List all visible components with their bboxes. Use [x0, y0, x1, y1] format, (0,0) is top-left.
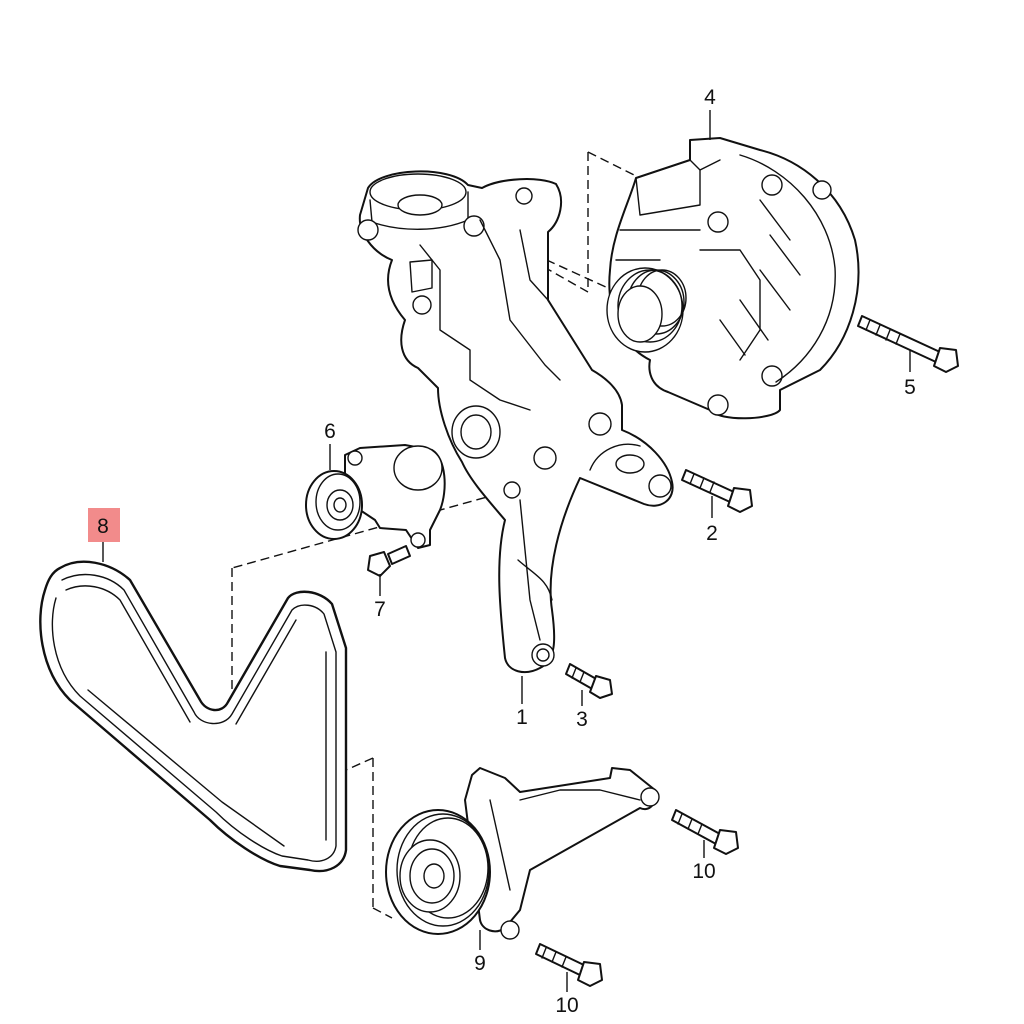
callout-3[interactable]: 3 [576, 708, 588, 731]
idler-part-9[interactable] [385, 767, 660, 940]
poly-v-belt-part-8[interactable] [39, 560, 348, 873]
bolt-part-3[interactable] [565, 663, 613, 699]
bolt-part-10-lower[interactable] [535, 943, 603, 987]
bolt-part-5[interactable] [857, 315, 959, 373]
callout-4[interactable]: 4 [704, 86, 716, 109]
bolt-part-7[interactable] [367, 545, 411, 577]
bolt-part-2[interactable] [681, 469, 753, 513]
callout-8[interactable]: 8 [97, 515, 109, 538]
callout-6[interactable]: 6 [324, 420, 336, 443]
callout-2[interactable]: 2 [706, 522, 718, 545]
bracket-part-1[interactable] [357, 170, 674, 674]
callout-5[interactable]: 5 [904, 376, 916, 399]
callout-1[interactable]: 1 [516, 706, 528, 729]
bolt-part-10-upper[interactable] [671, 809, 739, 855]
callout-7[interactable]: 7 [374, 598, 386, 621]
callout-10-lower[interactable]: 10 [555, 994, 578, 1017]
callout-labels: 8 4 5 6 2 7 1 3 10 9 10 [88, 86, 916, 1017]
callout-8-highlight [88, 508, 120, 542]
callout-9[interactable]: 9 [474, 952, 486, 975]
tensioner-part-6[interactable] [305, 444, 446, 549]
callout-10-upper[interactable]: 10 [692, 860, 715, 883]
leader-lines [102, 110, 911, 992]
alternator-part-4[interactable] [606, 137, 860, 420]
